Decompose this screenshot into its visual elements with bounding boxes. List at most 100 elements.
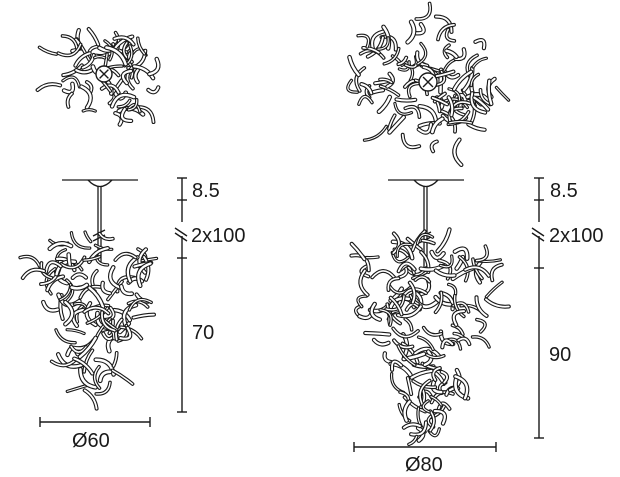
glass-ribbon (406, 377, 413, 395)
glass-ribbon (64, 301, 74, 326)
glass-ribbon (105, 46, 127, 66)
glass-ribbon (48, 242, 73, 251)
glass-ribbon (57, 43, 82, 57)
glass-ribbon (120, 326, 143, 340)
glass-ribbon (454, 375, 469, 400)
glass-ribbon (75, 68, 95, 74)
glass-ribbon (70, 345, 87, 353)
glass-ribbon (417, 42, 427, 65)
glass-ribbon (379, 309, 392, 326)
glass-ribbon (393, 339, 414, 349)
glass-ribbon (85, 302, 97, 327)
glass-ribbon (414, 347, 440, 357)
large-dim-break (531, 227, 545, 242)
glass-ribbon (472, 258, 483, 280)
glass-ribbon (111, 369, 134, 385)
glass-ribbon (471, 336, 490, 348)
glass-ribbon (71, 273, 87, 279)
glass-ribbon (387, 277, 400, 291)
glass-ribbon (360, 264, 370, 278)
glass-ribbon (414, 276, 430, 283)
glass-ribbon (137, 262, 152, 287)
glass-ribbon (449, 120, 473, 124)
glass-ribbon (94, 56, 106, 59)
glass-ribbon (453, 138, 463, 166)
glass-ribbon (410, 421, 427, 436)
glass-ribbon (439, 255, 453, 268)
glass-ribbon (396, 243, 412, 257)
glass-ribbon (383, 47, 400, 65)
glass-ribbon (379, 78, 393, 84)
glass-ribbon (388, 116, 405, 134)
glass-ribbon (148, 57, 160, 76)
large-body-height-label: 90 (549, 344, 572, 366)
glass-ribbon (61, 35, 78, 51)
glass-ribbon (448, 369, 461, 392)
glass-ribbon (495, 86, 510, 101)
glass-ribbon (464, 266, 490, 277)
glass-ribbon (448, 283, 457, 295)
glass-ribbon (454, 48, 466, 61)
glass-ribbon (107, 280, 123, 301)
glass-ribbon (362, 47, 380, 54)
glass-ribbon (397, 345, 416, 366)
large-height-dimension (531, 177, 545, 439)
glass-ribbon (132, 313, 155, 319)
glass-ribbon (408, 435, 418, 446)
glass-ribbon (437, 24, 455, 41)
glass-ribbon (364, 331, 391, 336)
glass-ribbon (422, 400, 430, 413)
glass-ribbon (389, 296, 403, 316)
glass-ribbon (113, 36, 135, 46)
small-dim-break (174, 227, 188, 242)
glass-ribbon (83, 349, 94, 373)
glass-ribbon (430, 250, 445, 260)
glass-ribbon (133, 65, 155, 80)
glass-ribbon (391, 360, 403, 371)
glass-ribbon (21, 268, 45, 279)
glass-ribbon (476, 318, 486, 333)
glass-ribbon (147, 86, 160, 94)
glass-ribbon (91, 270, 98, 286)
glass-ribbon (447, 96, 454, 117)
glass-ribbon (372, 338, 390, 346)
glass-ribbon (119, 326, 132, 340)
glass-ribbon (467, 123, 486, 131)
glass-ribbon (377, 37, 389, 50)
glass-ribbon (403, 396, 426, 413)
glass-ribbon (414, 1, 433, 21)
glass-ribbon (434, 291, 443, 313)
glass-ribbon (418, 336, 434, 351)
glass-ribbon (475, 245, 488, 262)
glass-ribbon (392, 327, 419, 338)
glass-ribbon (395, 98, 417, 102)
glass-ribbon (120, 285, 133, 296)
glass-ribbon (391, 240, 414, 260)
glass-ribbon (347, 79, 358, 93)
glass-ribbon (74, 52, 91, 67)
glass-ribbon (55, 329, 76, 344)
glass-ribbon (36, 83, 61, 91)
small-diameter-dimension (39, 417, 151, 427)
glass-ribbon (117, 99, 131, 108)
glass-ribbon (114, 253, 137, 261)
glass-ribbon (94, 366, 101, 389)
glass-ribbon (401, 133, 421, 149)
glass-ribbon (79, 368, 97, 389)
glass-ribbon (137, 37, 146, 55)
glass-ribbon (362, 124, 388, 142)
glass-ribbon (126, 66, 134, 90)
glass-ribbon (84, 231, 92, 243)
glass-ribbon (434, 269, 456, 277)
glass-ribbon (45, 268, 56, 295)
glass-ribbon (134, 68, 139, 84)
glass-ribbon (95, 381, 111, 395)
large-diameter-label: Ø80 (405, 454, 443, 476)
glass-ribbon (415, 2, 431, 20)
glass-ribbon (355, 67, 366, 92)
glass-ribbon (127, 99, 138, 111)
glass-ribbon (441, 339, 454, 349)
glass-ribbon (112, 352, 118, 367)
glass-ribbon (357, 295, 367, 308)
glass-ribbon (397, 262, 416, 273)
